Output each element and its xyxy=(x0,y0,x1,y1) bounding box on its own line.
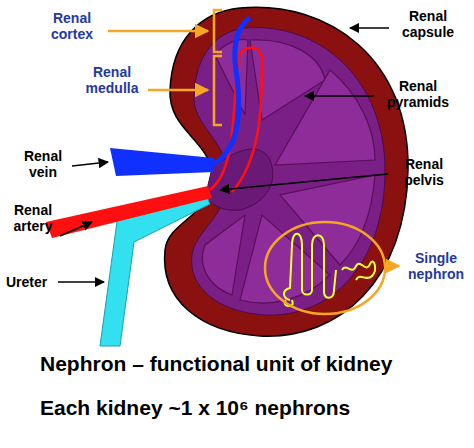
part-label: Single nephron xyxy=(402,250,470,282)
renal-vein-shape xyxy=(110,148,214,176)
part-label: Renal vein xyxy=(16,148,70,180)
renal-pyramids-shape xyxy=(202,40,375,303)
leader-arrows xyxy=(58,28,389,282)
renal-vein-branch xyxy=(212,18,250,165)
renal-artery-shape xyxy=(46,186,212,238)
part-label: Renal artery xyxy=(4,202,62,234)
nephron-pointer xyxy=(386,265,399,268)
part-label: Renal medulla xyxy=(76,64,148,96)
medulla-bracket xyxy=(148,56,222,125)
part-label: Renal capsule xyxy=(392,8,464,40)
part-label: Renal cortex xyxy=(38,10,106,42)
caption-line: Nephron – functional unit of kidney xyxy=(40,352,392,376)
nephron-drawing xyxy=(284,234,375,306)
renal-medulla-shape xyxy=(192,28,385,316)
nephron-highlight-circle xyxy=(265,222,385,314)
caption-line: Each kidney ~1 x 10⁶ nephrons xyxy=(40,396,350,420)
cortex-bracket xyxy=(108,10,222,52)
renal-pelvis-shape xyxy=(205,149,273,210)
part-label: Ureter xyxy=(6,274,47,290)
part-label: Renal pelvis xyxy=(392,156,456,188)
part-label: Renal pyramids xyxy=(378,78,458,110)
